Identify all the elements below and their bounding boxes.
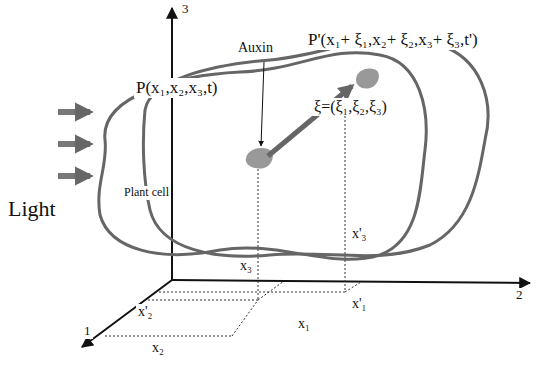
coordinate-label: x'₂ (136, 304, 154, 320)
axis-label: 2 (514, 288, 525, 303)
light-label: Light (6, 196, 58, 221)
coordinate-label: x₁ (296, 316, 312, 332)
coordinate-label: P(x₁,x₂,x₃,t) (134, 78, 220, 98)
axis-label: 3 (180, 2, 191, 17)
coordinate-label: x₂ (150, 340, 166, 356)
cell-outline (99, 38, 488, 259)
light-arrows (58, 112, 90, 176)
part-label: Auxin (236, 40, 275, 56)
auxin-blob (356, 68, 379, 88)
axes (82, 8, 530, 347)
coordinate-label: x'₃ (350, 226, 368, 242)
coordinate-label: x₃ (238, 258, 254, 274)
coordinate-label: P'(x₁+ ξ₁,x₂+ ξ₂,x₃+ ξ₃,t') (306, 30, 480, 50)
displacement-arrow (268, 86, 352, 156)
vector-label: ξ=(ξ₁,ξ₂,ξ₃) (312, 98, 389, 116)
coordinate-label: x'₁ (350, 296, 368, 312)
axis-label: 1 (82, 324, 93, 339)
part-label: Plant cell (122, 186, 171, 200)
auxin-blob (246, 148, 273, 168)
leader-line (261, 62, 264, 146)
